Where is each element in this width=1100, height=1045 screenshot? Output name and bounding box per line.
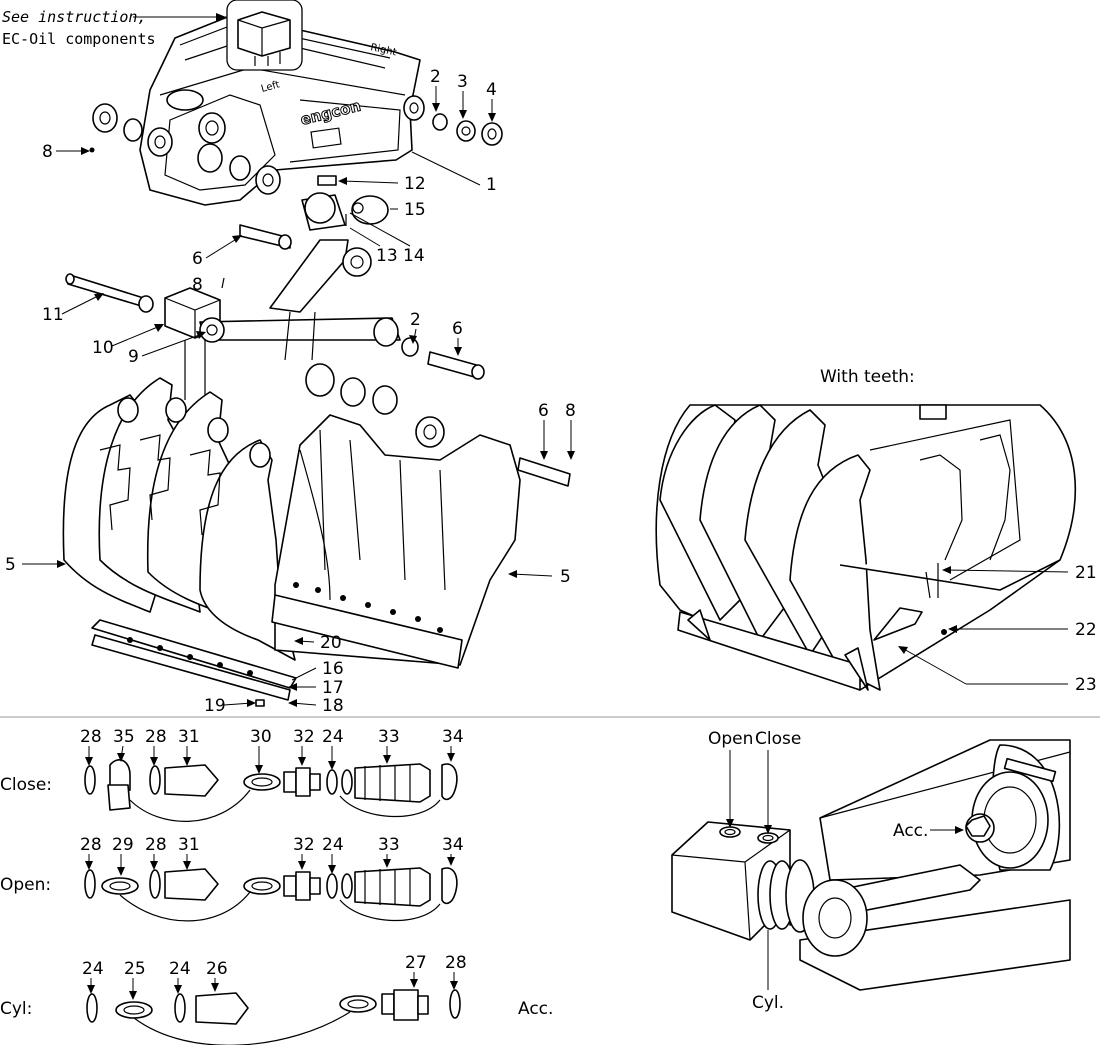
row-cyl-parts bbox=[86, 989, 461, 1045]
svg-text:28: 28 bbox=[145, 835, 167, 855]
callout-3: 3 bbox=[457, 72, 468, 92]
right-tag: Right bbox=[369, 42, 397, 58]
callout-5-left: 5 bbox=[5, 555, 16, 575]
callout-23: 23 bbox=[1075, 675, 1097, 695]
callout-6-mid: 6 bbox=[452, 319, 463, 339]
row-close-callouts: 28 35 28 31 30 32 24 33 34 bbox=[80, 727, 464, 774]
callout-18: 18 bbox=[322, 696, 344, 716]
detail-cyl-label: Cyl. bbox=[752, 993, 784, 1013]
callout-6-top: 6 bbox=[192, 249, 203, 269]
instruction-note-line2: EC-Oil components bbox=[2, 30, 156, 48]
row-open-label: Open: bbox=[0, 875, 51, 895]
svg-text:24: 24 bbox=[322, 835, 344, 855]
callout-12: 12 bbox=[404, 174, 426, 194]
callout-2-mid: 2 bbox=[410, 310, 421, 330]
rotator-link bbox=[301, 175, 389, 231]
svg-text:24: 24 bbox=[322, 727, 344, 747]
svg-text:28: 28 bbox=[145, 727, 167, 747]
svg-text:26: 26 bbox=[206, 959, 228, 979]
callout-11: 11 bbox=[42, 305, 64, 325]
callout-5-right: 5 bbox=[560, 567, 571, 587]
grapple-shell-right bbox=[271, 363, 571, 669]
svg-text:32: 32 bbox=[293, 835, 315, 855]
left-tag: Left bbox=[260, 79, 281, 95]
svg-text:34: 34 bbox=[442, 727, 464, 747]
row-close-label: Close: bbox=[0, 775, 52, 795]
callout-19: 19 bbox=[204, 696, 226, 716]
callout-1: 1 bbox=[486, 175, 497, 195]
svg-text:33: 33 bbox=[378, 727, 400, 747]
instruction-note-line1: See instruction, bbox=[2, 8, 147, 26]
callout-21: 21 bbox=[1075, 563, 1097, 583]
callout-8-right: 8 bbox=[565, 401, 576, 421]
row-open-parts bbox=[84, 867, 458, 922]
svg-text:35: 35 bbox=[113, 727, 135, 747]
acc-note: Acc. bbox=[518, 999, 553, 1019]
row-close-parts bbox=[84, 759, 458, 822]
main-frame bbox=[92, 0, 425, 206]
svg-text:27: 27 bbox=[405, 953, 427, 973]
svg-text:25: 25 bbox=[124, 959, 146, 979]
callout-6-right: 6 bbox=[538, 401, 549, 421]
row-cyl-label: Cyl: bbox=[0, 999, 32, 1019]
svg-text:32: 32 bbox=[293, 727, 315, 747]
callout-8-mid: 8 bbox=[192, 275, 203, 295]
washer-3 bbox=[456, 120, 476, 142]
grapple-shell-left bbox=[62, 377, 296, 661]
grapple-with-teeth bbox=[655, 404, 1077, 691]
callout-20: 20 bbox=[320, 633, 342, 653]
row-open-callouts: 28 29 28 31 32 24 33 34 bbox=[80, 835, 464, 876]
svg-text:24: 24 bbox=[82, 959, 104, 979]
detail-acc-label: Acc. bbox=[893, 821, 928, 841]
callout-9: 9 bbox=[128, 347, 139, 367]
yoke-assembly bbox=[65, 224, 485, 400]
callout-22: 22 bbox=[1075, 620, 1097, 640]
detail-close-label: Close bbox=[755, 729, 801, 749]
svg-text:31: 31 bbox=[178, 835, 200, 855]
svg-text:33: 33 bbox=[378, 835, 400, 855]
callout-16: 16 bbox=[322, 659, 344, 679]
washer-4 bbox=[481, 122, 503, 146]
callout-14: 14 bbox=[403, 246, 425, 266]
svg-text:28: 28 bbox=[80, 727, 102, 747]
svg-text:34: 34 bbox=[442, 835, 464, 855]
svg-text:28: 28 bbox=[80, 835, 102, 855]
callout-4: 4 bbox=[486, 80, 497, 100]
svg-text:24: 24 bbox=[169, 959, 191, 979]
callout-labels: 1 2 3 4 2 5 5 6 6 6 8 8 8 9 10 11 12 13 bbox=[5, 67, 576, 716]
bushing-2-top bbox=[432, 113, 448, 131]
svg-text:30: 30 bbox=[250, 727, 272, 747]
callout-8-top: 8 bbox=[42, 142, 53, 162]
svg-text:29: 29 bbox=[112, 835, 134, 855]
callout-13: 13 bbox=[376, 246, 398, 266]
callout-2-top: 2 bbox=[430, 67, 441, 87]
svg-text:28: 28 bbox=[445, 953, 467, 973]
callout-10: 10 bbox=[92, 338, 114, 358]
detail-open-label: Open bbox=[708, 729, 753, 749]
svg-text:31: 31 bbox=[178, 727, 200, 747]
callout-17: 17 bbox=[322, 678, 344, 698]
callout-15: 15 bbox=[404, 200, 426, 220]
with-teeth-heading: With teeth: bbox=[820, 367, 915, 387]
row-cyl-callouts: 24 25 24 26 27 28 bbox=[82, 953, 467, 1000]
port-detail-view bbox=[671, 739, 1071, 991]
